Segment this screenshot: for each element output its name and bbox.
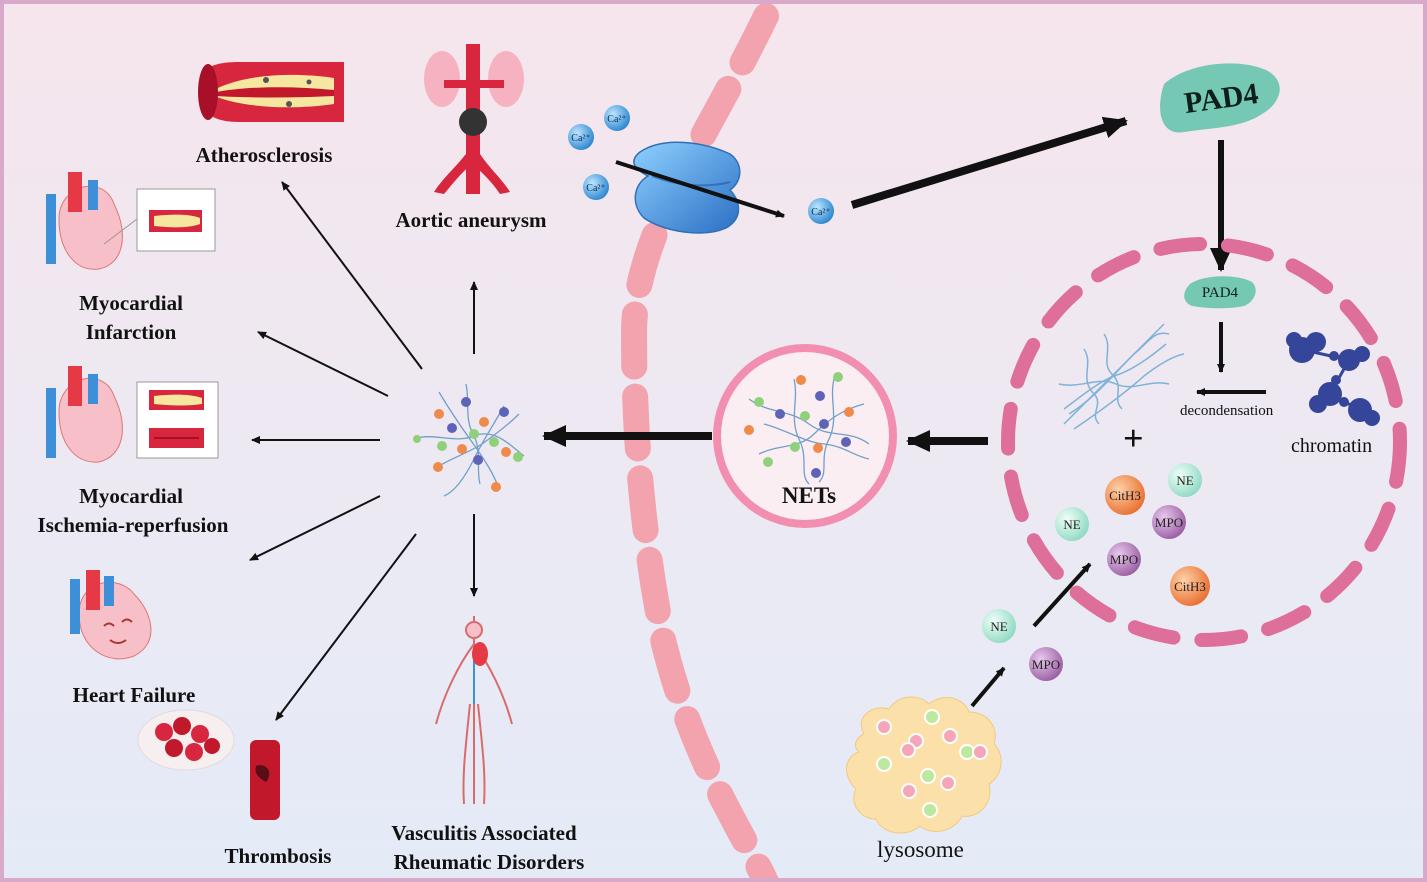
- label-nets: NETs: [781, 483, 837, 508]
- protein-mpo: MPO: [1107, 542, 1141, 576]
- arrow-granules-to-nucleus: [1032, 562, 1092, 628]
- nucleus-membrane: [1001, 237, 1407, 647]
- calcium-ion: Ca²⁺: [568, 124, 594, 150]
- label-lysosome: lysosome: [877, 837, 964, 862]
- arrow-to-myocardial-infarction: [257, 331, 389, 397]
- label-heart-failure: Heart Failure: [72, 683, 196, 707]
- arrow-calcium-influx: [615, 160, 785, 218]
- protein-cith3: CitH3: [1170, 566, 1210, 606]
- plus-sign: +: [1123, 418, 1144, 458]
- label-vasculitis-2: Rheumatic Disorders: [393, 850, 585, 874]
- decondensed-chromatin: [1058, 323, 1185, 430]
- arrow-to-atherosclerosis: [281, 181, 423, 370]
- protein-label: NE: [1063, 517, 1080, 532]
- protein-cith3: CitH3: [1105, 475, 1145, 515]
- pad4-enzyme: PAD4: [1160, 63, 1280, 133]
- arrow-to-heart-failure: [249, 495, 381, 561]
- vascular-system-illustration: [435, 616, 513, 805]
- protein-ne: NE: [1055, 507, 1089, 541]
- label-myocardial-infarction-1: Myocardial: [79, 291, 183, 315]
- thrombosis-illustration: [137, 709, 280, 820]
- lysosome: [846, 696, 1002, 834]
- released-mpo: MPO: [1029, 647, 1063, 681]
- calcium-ion-label: Ca²⁺: [811, 207, 830, 218]
- calcium-channel: [633, 141, 741, 234]
- protein-label: NE: [1176, 473, 1193, 488]
- calcium-ion-label: Ca²⁺: [607, 114, 626, 125]
- calcium-ion-label: Ca²⁺: [586, 183, 605, 194]
- arrow-to-thrombosis: [275, 533, 417, 721]
- label-vasculitis-1: Vasculitis Associated: [391, 821, 577, 845]
- heart-ischemia-illustration: [46, 366, 219, 463]
- label-atherosclerosis: Atherosclerosis: [195, 143, 333, 167]
- protein-label: MPO: [1155, 515, 1183, 530]
- calcium-ion: Ca²⁺: [604, 105, 630, 131]
- label-ischemia-2: Ischemia-reperfusion: [37, 513, 229, 537]
- protein-ne: NE: [1168, 463, 1202, 497]
- arrow-lysosome-release: [970, 666, 1006, 708]
- condensed-chromatin: [1286, 332, 1380, 426]
- released-mpo-label: MPO: [1032, 657, 1060, 672]
- atherosclerosis-illustration: [198, 62, 344, 122]
- label-ischemia-1: Myocardial: [79, 484, 183, 508]
- label-decondensation: decondensation: [1180, 403, 1274, 419]
- pad4-small-label: PAD4: [1202, 285, 1239, 301]
- calcium-ion: Ca²⁺: [583, 174, 609, 200]
- protein-label: CitH3: [1109, 488, 1141, 503]
- pad4-small: PAD4: [1184, 276, 1256, 309]
- diagram-artwork: Ca²⁺ Ca²⁺ Ca²⁺ Ca²⁺ PAD4 PAD4 CitH3 NE N: [46, 4, 1407, 878]
- disease-arrows: [249, 181, 478, 721]
- protein-mpo: MPO: [1152, 505, 1186, 539]
- protein-label: CitH3: [1174, 579, 1206, 594]
- released-ne-label: NE: [990, 619, 1007, 634]
- calcium-ion: Ca²⁺: [808, 198, 834, 224]
- arrow-calcium-to-pad4: [850, 116, 1128, 209]
- calcium-ion-label: Ca²⁺: [571, 133, 590, 144]
- label-aortic-aneurysm: Aortic aneurysm: [395, 208, 547, 232]
- label-thrombosis: Thrombosis: [224, 844, 332, 868]
- released-ne: NE: [982, 609, 1016, 643]
- extracellular-nets: [413, 383, 525, 497]
- label-chromatin: chromatin: [1291, 435, 1373, 457]
- nets-cell: [713, 344, 897, 528]
- nets-granules: [744, 372, 854, 478]
- label-myocardial-infarction-2: Infarction: [85, 320, 177, 344]
- aortic-aneurysm-illustration: [424, 44, 524, 194]
- heart-failure-illustration: [70, 570, 152, 660]
- heart-mi-illustration: [46, 172, 216, 270]
- protein-label: MPO: [1110, 552, 1138, 567]
